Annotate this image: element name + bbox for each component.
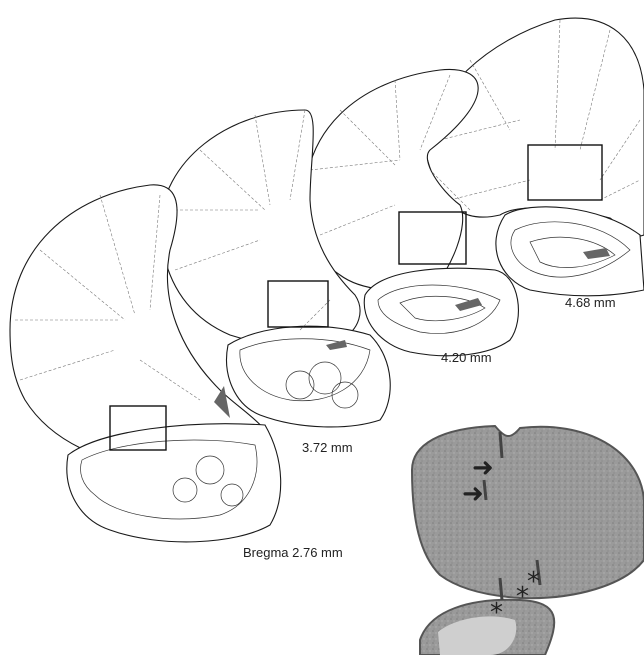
lesion-marker-arrow-2: ➜ xyxy=(462,479,484,509)
section-label-4: 4.68 mm xyxy=(565,295,616,310)
section-4-68mm: 4.68 mm xyxy=(425,18,644,310)
section-label-2: 3.72 mm xyxy=(302,440,353,455)
section-label-1: Bregma 2.76 mm xyxy=(243,545,343,560)
lesion-marker-asterisk-3: * xyxy=(527,567,540,597)
lesion-marker-asterisk-1: * xyxy=(490,598,503,628)
histology-photo: ➜ ➜ * * * xyxy=(412,426,644,655)
section-label-3: 4.20 mm xyxy=(441,350,492,365)
